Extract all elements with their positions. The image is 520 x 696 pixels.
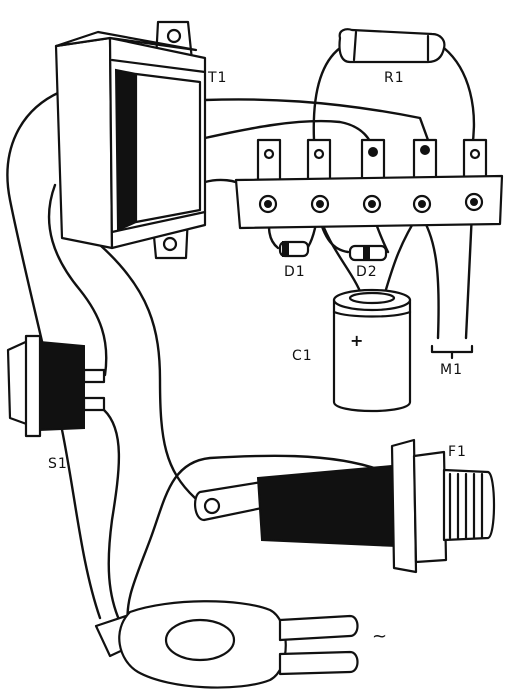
- fuse-cap-knurling: [448, 472, 484, 540]
- eyelet-2-center: [316, 200, 324, 208]
- label-s1: S1: [48, 456, 68, 472]
- lug-2: [306, 138, 332, 184]
- fuse-flange: [390, 438, 418, 574]
- plug-pin-lower: [278, 650, 359, 676]
- eyelet-5: [464, 192, 484, 212]
- label-d2: D2: [356, 264, 378, 280]
- switch-bottom-contact: [82, 396, 106, 412]
- transformer-bottom-hole: [162, 236, 178, 252]
- eyelet-3: [362, 194, 382, 214]
- fuse-lug-hole: [203, 497, 221, 515]
- resistor-band-1: [352, 30, 358, 62]
- wire-r1-left: [312, 46, 342, 142]
- label-c1-polarity: +: [350, 331, 364, 350]
- lug-2-hole: [313, 148, 325, 160]
- switch-s1: [6, 334, 106, 438]
- lug-3-solder: [368, 147, 378, 157]
- lug-1-hole: [263, 148, 275, 160]
- lug-1: [256, 138, 282, 184]
- switch-body: [39, 340, 85, 432]
- diode-d2-band: [363, 245, 370, 261]
- lug-4-solder: [420, 145, 430, 155]
- label-d1: D1: [284, 264, 306, 280]
- capacitor-sleeve-line: [332, 310, 412, 318]
- transformer-line-top: [110, 58, 207, 74]
- wire-transformer-to-plug-left: [6, 90, 102, 620]
- eyelet-5-center: [470, 198, 478, 206]
- wire-m1-right: [464, 210, 474, 340]
- transformer-winding-shadow: [114, 68, 137, 232]
- switch-top-contact: [82, 368, 106, 384]
- wire-secondary-2: [203, 119, 374, 152]
- eyelet-1-center: [264, 200, 272, 208]
- plug-pin-upper: [278, 614, 359, 642]
- lug-5-hole: [469, 148, 481, 160]
- label-ac: ~: [372, 626, 388, 647]
- diode-d1: [278, 240, 310, 258]
- transformer-winding: [134, 72, 202, 224]
- wire-transformer-to-fuse: [98, 243, 197, 500]
- wire-switch-to-plug: [102, 408, 122, 624]
- transformer-t1: [54, 20, 207, 260]
- plug-grip-circle: [164, 618, 236, 662]
- plug-body: [118, 600, 287, 689]
- terminal-strip: [234, 138, 504, 230]
- fuse-lug: [194, 480, 264, 522]
- wire-r1-right: [442, 46, 476, 150]
- diode-d1-band: [282, 241, 289, 257]
- resistor-r1: [338, 28, 446, 64]
- fuse-cap: [442, 468, 496, 542]
- wire-transformer-to-switch: [47, 183, 108, 377]
- capacitor-body: [332, 298, 412, 413]
- eyelet-3-center: [368, 200, 376, 208]
- transformer-core-front: [54, 36, 114, 250]
- transformer-top-hole: [166, 28, 182, 44]
- meter-bracket: [430, 344, 474, 360]
- component-labels: T1 R1 D1 D2 C1 + M1 S1 F1 ~: [48, 70, 467, 647]
- eyelet-2: [310, 194, 330, 214]
- capacitor-top-inner: [348, 291, 396, 305]
- label-r1: R1: [384, 70, 405, 86]
- fuse-nut: [412, 450, 448, 564]
- label-c1: C1: [292, 348, 313, 364]
- resistor-body: [338, 28, 446, 64]
- transformer-core-top: [54, 30, 198, 52]
- fuse-body: [256, 464, 398, 548]
- label-f1: F1: [448, 444, 467, 460]
- switch-bezel: [24, 334, 42, 438]
- fuse-holder-f1: [194, 438, 496, 574]
- label-m1: M1: [440, 362, 463, 378]
- capacitor-c1: [332, 288, 412, 413]
- eyelet-4: [412, 194, 432, 214]
- eyelet-4-center: [418, 200, 426, 208]
- label-t1: T1: [207, 70, 227, 86]
- eyelet-1: [258, 194, 278, 214]
- terminal-eyelets: [258, 192, 484, 214]
- diode-d2: [348, 244, 388, 262]
- wire-secondary-1: [203, 98, 430, 142]
- transformer-line-bottom: [110, 210, 207, 234]
- wire-fuse-to-plug: [126, 454, 382, 628]
- lug-3: [360, 138, 386, 184]
- wire-m1-left: [418, 212, 440, 340]
- mains-plug: [94, 600, 359, 689]
